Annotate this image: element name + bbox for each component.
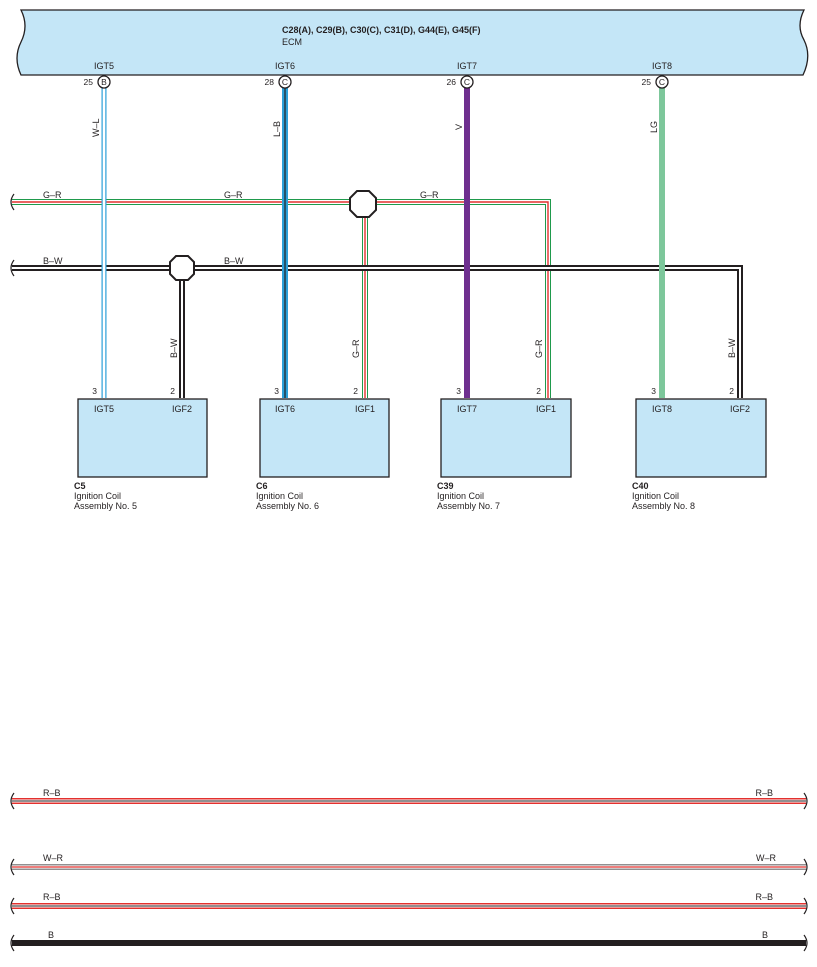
- ecm-pin-signal-igt5: IGT5: [94, 61, 114, 71]
- wire-g-r-bus: [12, 199, 551, 398]
- break-mark-left: [10, 934, 15, 952]
- coil-pin-number-left: 3: [92, 386, 97, 396]
- wire-label-g-r-coil-c6: G–R: [351, 339, 361, 358]
- ecm-pin-number: 28: [265, 77, 275, 87]
- ecm-pin-signal-igt7: IGT7: [457, 61, 477, 71]
- splice-point-b-w: [169, 255, 195, 281]
- wire-label-b-w-coil-c40: B–W: [727, 338, 737, 358]
- coil-pin-signal-right: IGF1: [355, 404, 375, 414]
- wire-label-lg: LG: [649, 121, 659, 133]
- coil-pin-signal-left: IGT7: [457, 404, 477, 414]
- ecm-pin-igt6: C 28: [265, 75, 292, 89]
- wire-label-right: R–B: [755, 788, 773, 798]
- coil-pin-signal-right: IGF2: [730, 404, 750, 414]
- ecm-pin-number: 25: [642, 77, 652, 87]
- coil-code: C40: [632, 481, 649, 491]
- wire-label-g-r-right: G–R: [420, 190, 439, 200]
- wire-label-b-w-right: B–W: [224, 256, 244, 266]
- coil-c40: IGT8 IGF2 3 2 C40 Ignition Coil Assembly…: [632, 386, 767, 511]
- bottom-wire-r-b-2: R–B R–B: [10, 892, 808, 915]
- wire-label-right: W–R: [756, 853, 777, 863]
- ecm-pin-number: 25: [84, 77, 94, 87]
- coil-assembly: Assembly No. 7: [437, 501, 500, 511]
- coil-assembly: Assembly No. 5: [74, 501, 137, 511]
- coil-pin-number-left: 3: [456, 386, 461, 396]
- ecm-pin-connector: C: [659, 77, 665, 87]
- wire-label-left: B: [48, 930, 54, 940]
- ecm-unit: C28(A), C29(B), C30(C), C31(D), G44(E), …: [16, 9, 809, 76]
- bottom-wire-r-b-1: R–B R–B: [10, 788, 808, 810]
- coil-pin-signal-right: IGF1: [536, 404, 556, 414]
- ecm-name: ECM: [282, 37, 302, 47]
- break-mark-right: [803, 897, 808, 915]
- coil-c39: IGT7 IGF1 3 2 C39 Ignition Coil Assembly…: [437, 386, 572, 511]
- ecm-pin-igt7: C 26: [447, 75, 474, 89]
- wire-b-w-bus: [12, 265, 743, 398]
- wire-label-w-l: W–L: [91, 118, 101, 137]
- wire-label-l-b: L–B: [272, 121, 282, 137]
- coil-name: Ignition Coil: [632, 491, 679, 501]
- wire-label-v: V: [454, 124, 464, 130]
- splice-point-g-r: [349, 190, 377, 218]
- break-mark-right: [803, 934, 808, 952]
- wire-label-g-r-coil-c39: G–R: [534, 339, 544, 358]
- coil-pin-signal-left: IGT8: [652, 404, 672, 414]
- coil-pin-signal-right: IGF2: [172, 404, 192, 414]
- coil-pin-number-right: 2: [170, 386, 175, 396]
- coil-code: C5: [74, 481, 86, 491]
- wire-label-left: R–B: [43, 892, 61, 902]
- ecm-pin-number: 26: [447, 77, 457, 87]
- coil-pin-number-left: 3: [651, 386, 656, 396]
- wire-break-marks-left: [10, 193, 15, 277]
- wire-label-right: B: [762, 930, 768, 940]
- coil-code: C39: [437, 481, 454, 491]
- coil-pin-number-right: 2: [353, 386, 358, 396]
- break-mark-left: [10, 792, 15, 810]
- coil-code: C6: [256, 481, 268, 491]
- coil-pin-number-right: 2: [536, 386, 541, 396]
- wire-label-g-r-left: G–R: [43, 190, 62, 200]
- bottom-wire-b: B B: [10, 930, 808, 952]
- coil-c6: IGT6 IGF1 3 2 C6 Ignition Coil Assembly …: [256, 386, 390, 511]
- ecm-connectors: C28(A), C29(B), C30(C), C31(D), G44(E), …: [282, 25, 481, 35]
- coil-pin-number-left: 3: [274, 386, 279, 396]
- wire-label-left: W–R: [43, 853, 64, 863]
- coil-c5: IGT5 IGF2 3 2 C5 Ignition Coil Assembly …: [74, 386, 208, 511]
- ecm-pin-igt5: B 25: [84, 75, 111, 89]
- coil-assembly: Assembly No. 8: [632, 501, 695, 511]
- coil-name: Ignition Coil: [256, 491, 303, 501]
- ecm-pin-igt8: C 25: [642, 75, 669, 89]
- coil-pin-signal-left: IGT6: [275, 404, 295, 414]
- coil-pin-signal-left: IGT5: [94, 404, 114, 414]
- ecm-pin-signal-igt8: IGT8: [652, 61, 672, 71]
- bottom-wire-w-r: W–R W–R: [10, 853, 808, 876]
- wire-label-b-w-coil-c5: B–W: [169, 338, 179, 358]
- break-mark-right: [803, 858, 808, 876]
- wire-label-right: R–B: [755, 892, 773, 902]
- ecm-pin-signal-igt6: IGT6: [275, 61, 295, 71]
- break-mark-left: [10, 897, 15, 915]
- wire-label-left: R–B: [43, 788, 61, 798]
- coil-name: Ignition Coil: [74, 491, 121, 501]
- break-mark-left: [10, 858, 15, 876]
- ecm-pin-connector: C: [282, 77, 288, 87]
- ecm-pin-connector: C: [464, 77, 470, 87]
- coil-name: Ignition Coil: [437, 491, 484, 501]
- coil-assembly: Assembly No. 6: [256, 501, 319, 511]
- coil-pin-number-right: 2: [729, 386, 734, 396]
- wire-label-b-w-left: B–W: [43, 256, 63, 266]
- break-mark-right: [803, 792, 808, 810]
- wire-label-g-r-mid: G–R: [224, 190, 243, 200]
- ecm-pin-connector: B: [101, 77, 107, 87]
